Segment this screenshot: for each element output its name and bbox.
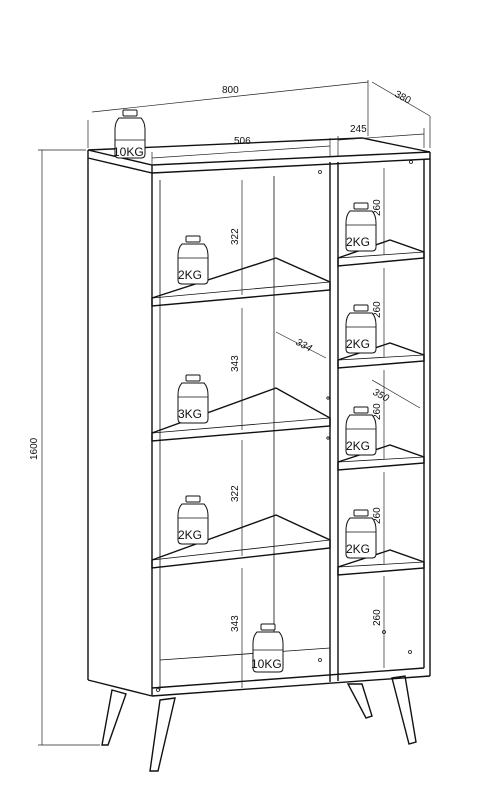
legs: [101, 675, 417, 772]
left-comp-3-label: 322: [230, 485, 241, 502]
jar-top: 10KG: [113, 109, 146, 159]
jar-right-4: 2KG: [345, 509, 377, 559]
load-right-2-label: 2KG: [346, 337, 370, 351]
right-comp-1-label: 260: [372, 199, 383, 216]
load-left-1-label: 2KG: [178, 268, 202, 282]
load-left-2-label: 3KG: [178, 407, 202, 421]
dimension-lines: [38, 80, 431, 746]
load-top-label: 10KG: [113, 145, 144, 159]
left-shelf-depth-label: 334: [294, 337, 314, 355]
right-inner-width-label: 245: [350, 124, 367, 135]
load-right-1-label: 2KG: [346, 235, 370, 249]
jar-right-3: 2KG: [345, 406, 377, 456]
jar-right-1: 2KG: [345, 202, 377, 252]
right-shelves: [337, 239, 425, 576]
right-comp-4-label: 260: [372, 507, 383, 524]
jar-left-bottom: 10KG: [251, 623, 284, 673]
left-comp-4-label: 343: [230, 615, 241, 632]
right-comp-2-label: 260: [372, 301, 383, 318]
left-inner-width-label: 506: [234, 136, 251, 147]
jar-right-2: 2KG: [345, 304, 377, 354]
right-comp-3-label: 260: [372, 403, 383, 420]
left-comp-1-label: 322: [230, 228, 241, 245]
right-comp-5-label: 260: [372, 609, 383, 626]
left-comp-2-label: 343: [230, 355, 241, 372]
load-left-bottom-label: 10KG: [251, 657, 282, 671]
jar-left-3: 2KG: [177, 495, 209, 545]
load-left-3-label: 2KG: [178, 528, 202, 542]
jar-left-1: 2KG: [177, 235, 209, 285]
jar-left-2: 3KG: [177, 374, 209, 424]
load-right-4-label: 2KG: [346, 542, 370, 556]
load-right-3-label: 2KG: [346, 439, 370, 453]
width-label: 800: [222, 85, 239, 96]
height-label: 1600: [29, 437, 40, 460]
left-shelves: [151, 257, 331, 569]
